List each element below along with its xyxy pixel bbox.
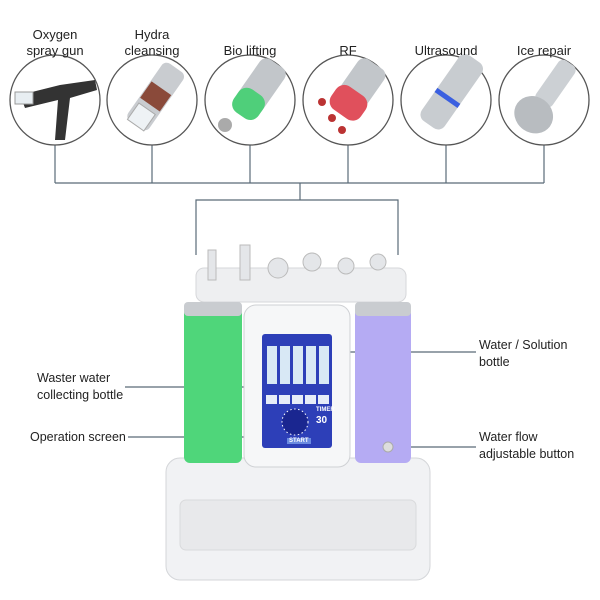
accessory-label-ultrasound: Ultrasound [414,43,478,58]
connector-lines [54,145,545,448]
water-solution-bottle [355,308,411,463]
water-flow-button[interactable] [382,441,394,453]
annotation-screen: Operation screen [30,430,126,444]
annotation-waste-bottle: Waster water collecting bottle [37,371,124,402]
annotation-flow-button: Water flow adjustable button [479,430,575,461]
annotation-water-bottle: Water / Solution bottle [479,338,568,369]
start-button[interactable]: START [287,438,311,444]
accessory-label-oxygen: Oxygen spray gun [26,27,84,58]
machine [165,244,431,581]
timer-label: TIMER [316,407,335,413]
waste-water-bottle [184,308,242,463]
accessory-label-ice: Ice repair [516,43,572,58]
accessory-label-bio: Bio lifting [223,43,277,58]
accessory-circles [9,54,590,146]
timer-value: 30 [316,415,328,426]
accessory-label-rf: RF [339,43,357,58]
accessory-label-hydra: Hydra cleansing [124,27,180,58]
